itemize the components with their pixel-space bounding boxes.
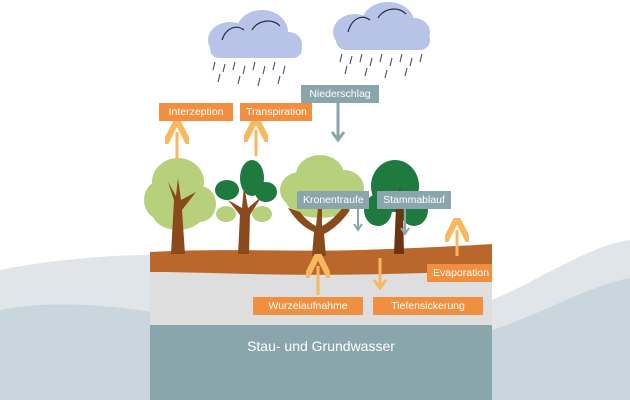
background-hill-right-dark	[492, 278, 630, 400]
label-deep-percolation: Tiefensickerung	[373, 297, 483, 315]
label-transpiration: Transpiration	[240, 103, 312, 121]
precipitation-arrow-head	[330, 131, 346, 143]
tree-icon	[215, 160, 277, 254]
deep-percolation-arrow-head	[372, 279, 388, 291]
throughfall-arrow-head	[353, 223, 363, 232]
background-hill-left-dark	[0, 304, 150, 400]
stemflow-arrow-head	[400, 227, 410, 236]
label-evaporation: Evaporation	[427, 264, 492, 282]
groundwater-layer	[150, 325, 492, 400]
label-throughfall: Kronentraufe	[297, 191, 369, 209]
label-precipitation: Niederschlag	[301, 85, 379, 103]
rain-cloud-icon	[333, 2, 430, 79]
label-root-uptake: Wurzelaufnahme	[253, 297, 363, 315]
label-groundwater: Stau- und Grundwasser	[247, 338, 395, 354]
label-interception: Interzeption	[159, 103, 233, 121]
rain-cloud-icon	[208, 10, 302, 87]
label-stemflow: Stammablauf	[377, 191, 451, 209]
tree-icon	[144, 158, 216, 254]
